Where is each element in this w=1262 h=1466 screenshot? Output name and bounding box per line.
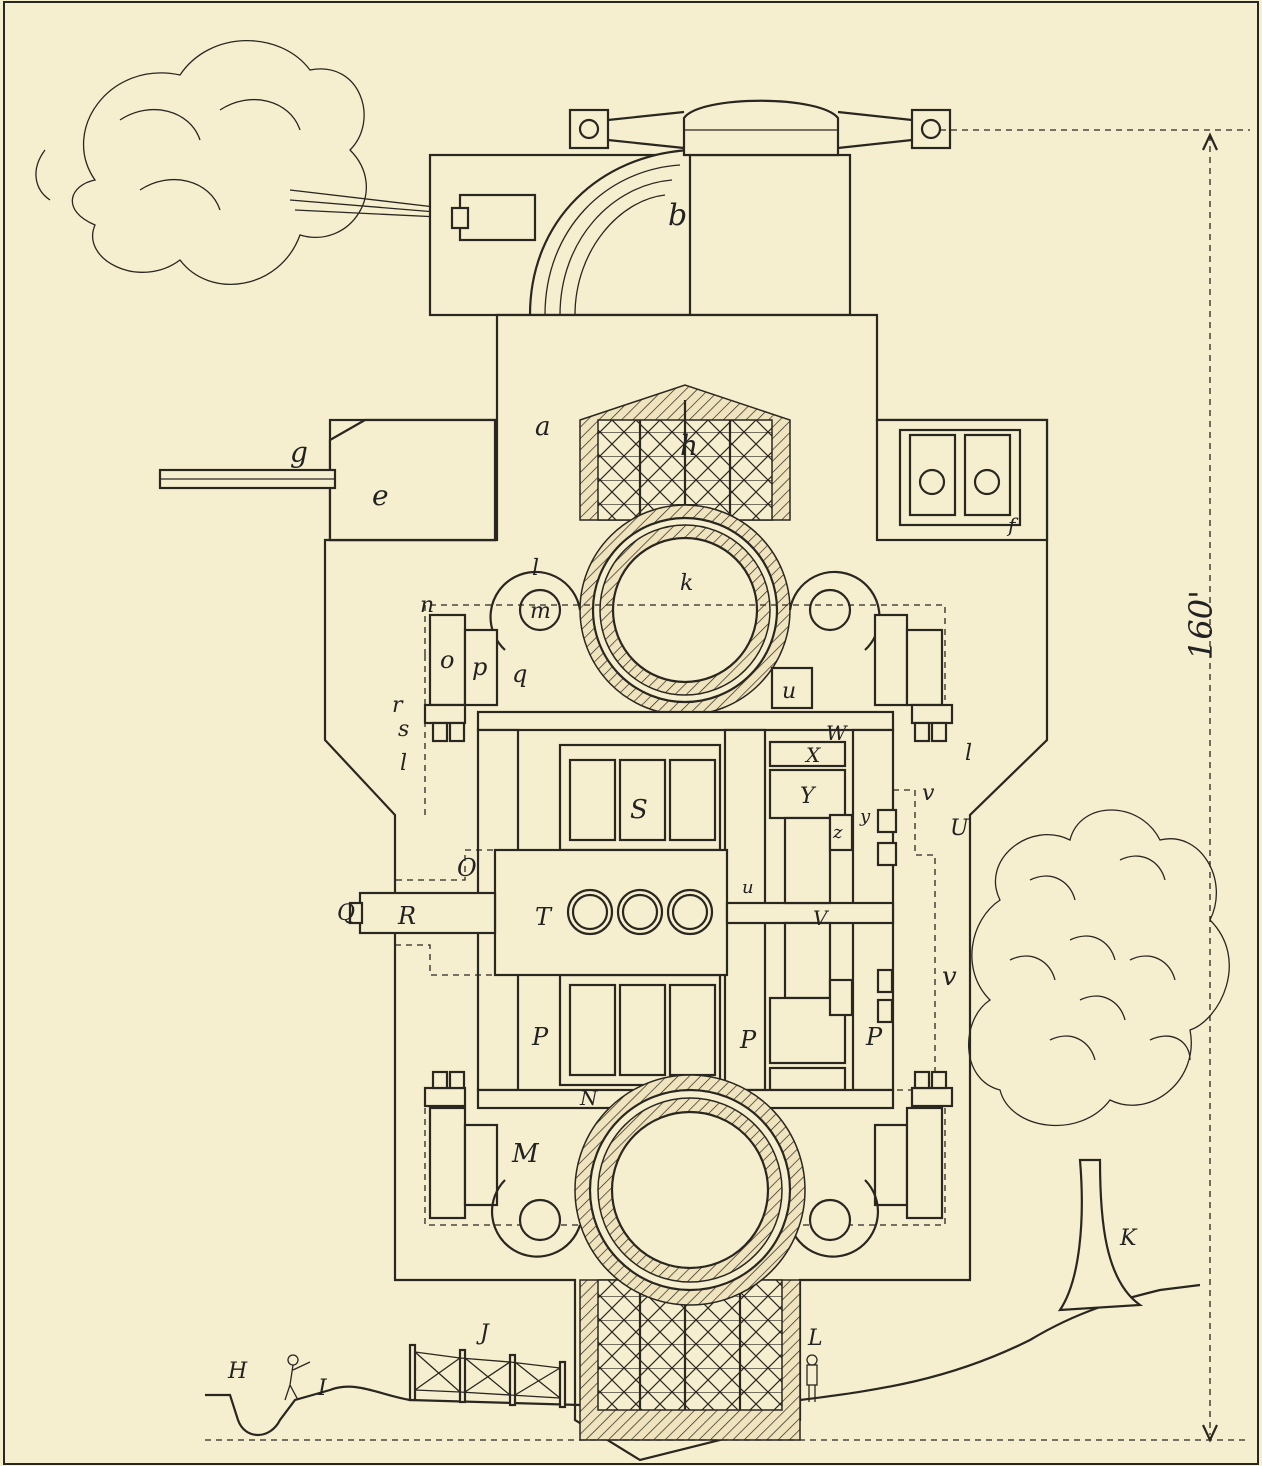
label-b: b [668,198,687,233]
right-block-o [905,628,944,707]
label-v-upper: v [922,781,935,806]
upper-shaft [579,384,791,521]
lower-left-block-M [463,1123,499,1207]
label-y-small: y [859,806,871,827]
top-turret [428,99,952,317]
label-v-mid: v [942,962,957,992]
label-l-upper: l [532,556,539,581]
lower-right-clamp [910,1070,954,1108]
label-a: a [535,412,551,442]
drive-shaft-V [725,901,895,925]
output-shaft-R [358,891,497,935]
tree-K [968,809,1230,1312]
valve-components-upper [828,808,898,867]
label-g: g [290,436,308,469]
label-Q: Q [337,901,355,926]
soldier-figure-I [284,1354,311,1401]
label-s: s [398,717,409,742]
left-dashed-bay [394,815,495,881]
label-p-upper: p [472,653,487,681]
label-I: I [317,1376,328,1401]
smoke-cloud [35,39,461,285]
right-clamp [910,703,954,743]
label-H: H [227,1359,248,1384]
cylinder-block-lower [558,973,722,1087]
label-e: e [372,479,389,512]
box-lower-X [768,1066,847,1092]
lower-ring [574,1074,806,1306]
turret-dome [682,99,840,157]
lower-right-roller [788,1179,879,1258]
left-block-p [463,628,499,707]
label-r: r [392,693,404,718]
label-Y: Y [800,784,817,809]
label-M: M [511,1139,540,1169]
lower-left-clamp [423,1070,467,1108]
label-u-mid: u [742,877,754,898]
shaft-coupling-Q [348,901,364,925]
height-dimension [205,129,1250,1443]
diagram-labels: 160' a b e f g h k l m n o p q r s l l u… [227,198,1220,1401]
column-upper [783,816,832,905]
label-P-right: P [865,1023,883,1051]
label-l-right: l [965,741,972,766]
right-block-p [873,613,909,707]
label-K: K [1119,1226,1138,1251]
upper-dashed-outline [424,604,946,700]
lower-right-block-o [905,1106,944,1220]
label-z: z [832,822,843,843]
lower-left-block-o [428,1106,467,1220]
small-box-u [770,666,814,710]
upper-ring [579,504,791,716]
fence-J [408,1343,567,1409]
cylinder-block-upper [558,743,722,852]
label-O: O [457,854,477,882]
label-J: J [476,1321,490,1346]
label-q: q [512,660,527,688]
label-R: R [397,902,416,930]
engine-block-T [493,848,729,977]
side-gun-housing [158,418,497,542]
upper-right-roller [788,570,881,651]
label-N: N [579,1086,599,1110]
label-V: V [813,906,830,930]
label-h: h [680,429,698,462]
label-S: S [630,795,648,825]
label-P-mid: P [739,1026,757,1054]
frame-border [3,1,1259,1465]
label-P-left: P [531,1023,549,1051]
turret-left-mount [568,108,610,150]
label-m: m [530,599,551,624]
label-o-upper: o [440,646,454,674]
label-L: L [807,1326,823,1351]
lower-right-block-p [873,1123,909,1207]
dimension-label: 160' [1182,590,1220,660]
valve-components-lower [828,968,894,1024]
label-U-right: U [950,816,970,841]
column-lower [783,921,832,1000]
left-clamp [423,703,467,743]
label-W: W [826,721,848,745]
turret-right-mount [910,108,952,150]
label-u-small: u [782,679,796,704]
label-n: n [420,593,434,618]
label-l-left: l [400,751,407,776]
label-k: k [680,571,693,596]
label-T: T [535,903,553,931]
turret-gun-barrel [458,193,537,242]
label-X: X [804,743,821,767]
lower-left-roller [491,1179,582,1258]
person-figure-L [806,1354,818,1402]
lower-shaft [579,1279,801,1441]
upper-beam [476,710,895,732]
right-port-box [875,418,1049,542]
box-X [768,740,847,768]
